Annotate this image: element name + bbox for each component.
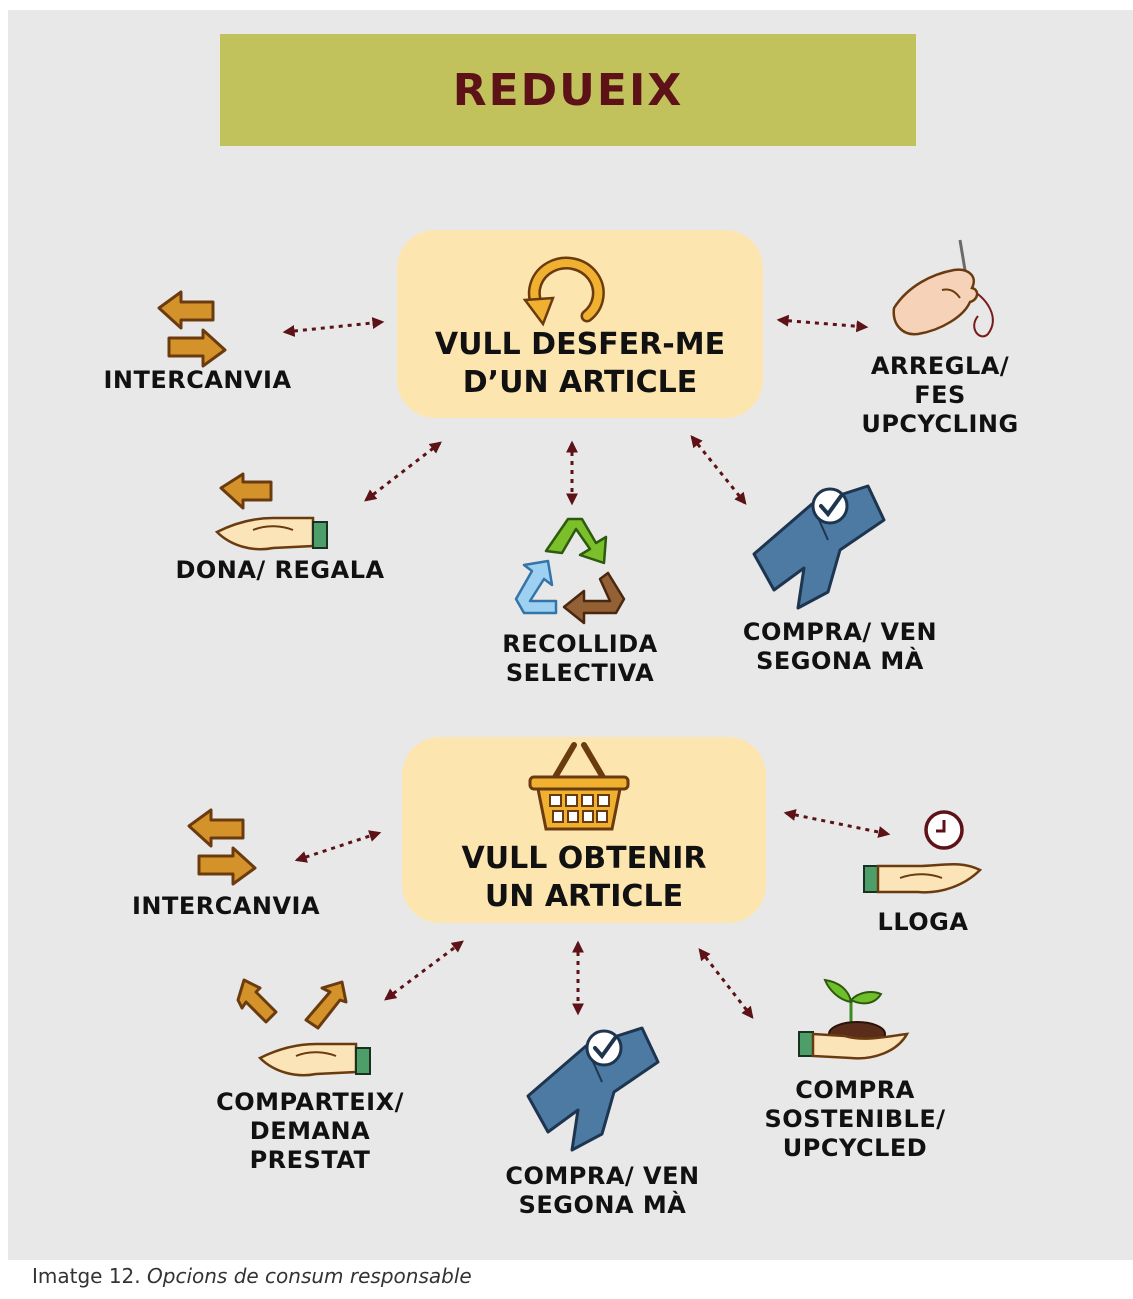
title-banner: REDUEIX <box>220 34 916 146</box>
center-box-obtenir: VULL OBTENIR UN ARTICLE <box>402 737 766 923</box>
arrow-top-dona <box>364 441 442 502</box>
exchange-arrows-icon <box>187 808 257 886</box>
jeans-icon <box>526 1026 660 1152</box>
arrow-bottom-comparteix <box>384 940 464 1001</box>
option-label-arregla: ARREGLA/ FES UPCYCLING <box>861 352 1019 438</box>
caption-prefix: Imatge 12. <box>32 1264 141 1288</box>
arrow-top-segona-ma <box>690 435 747 505</box>
circular-arrow-icon <box>522 256 605 327</box>
sewing-hand-icon <box>892 239 994 338</box>
center-label-obtenir: VULL OBTENIR UN ARTICLE <box>461 841 707 914</box>
option-label-sostenible: COMPRA SOSTENIBLE/ UPCYCLED <box>764 1076 946 1162</box>
share-hand-icon <box>236 978 371 1077</box>
clock-hand-icon <box>863 810 983 894</box>
option-label-intercanvia-bottom: INTERCANVIA <box>131 892 321 920</box>
shopping-basket-icon <box>528 742 630 831</box>
option-label-comparteix: COMPARTEIX/ DEMANA PRESTAT <box>216 1088 404 1174</box>
jeans-icon <box>752 484 886 610</box>
option-label-segona-ma-bottom: COMPRA/ VEN SEGONA MÀ <box>505 1162 700 1219</box>
option-label-dona: DONA/ REGALA <box>175 556 385 584</box>
caption-text: Opcions de consum responsable <box>147 1264 472 1288</box>
center-label-desfer: VULL DESFER-ME D’UN ARTICLE <box>434 327 726 400</box>
option-label-lloga: LLOGA <box>877 908 969 936</box>
page-title: REDUEIX <box>452 64 684 116</box>
giving-hand-icon <box>214 472 328 551</box>
figure-caption: Imatge 12. Opcions de consum responsable <box>32 1264 472 1288</box>
exchange-arrows-icon <box>157 290 227 368</box>
option-label-recollida: RECOLLIDA SELECTIVA <box>502 630 658 687</box>
arrow-bottom-intercanvia <box>294 830 382 863</box>
sprout-hand-icon <box>798 978 910 1060</box>
arrow-bottom-sostenible <box>698 948 754 1019</box>
option-label-segona-ma-top: COMPRA/ VEN SEGONA MÀ <box>742 618 938 675</box>
option-label-intercanvia-top: INTERCANVIA <box>103 366 292 394</box>
center-box-desfer: VULL DESFER-ME D’UN ARTICLE <box>397 230 763 418</box>
diagram-panel <box>8 10 1133 1260</box>
arrow-top-intercanvia <box>282 317 385 337</box>
arrow-top-arregla <box>776 314 869 333</box>
recycle-icon <box>514 517 626 625</box>
